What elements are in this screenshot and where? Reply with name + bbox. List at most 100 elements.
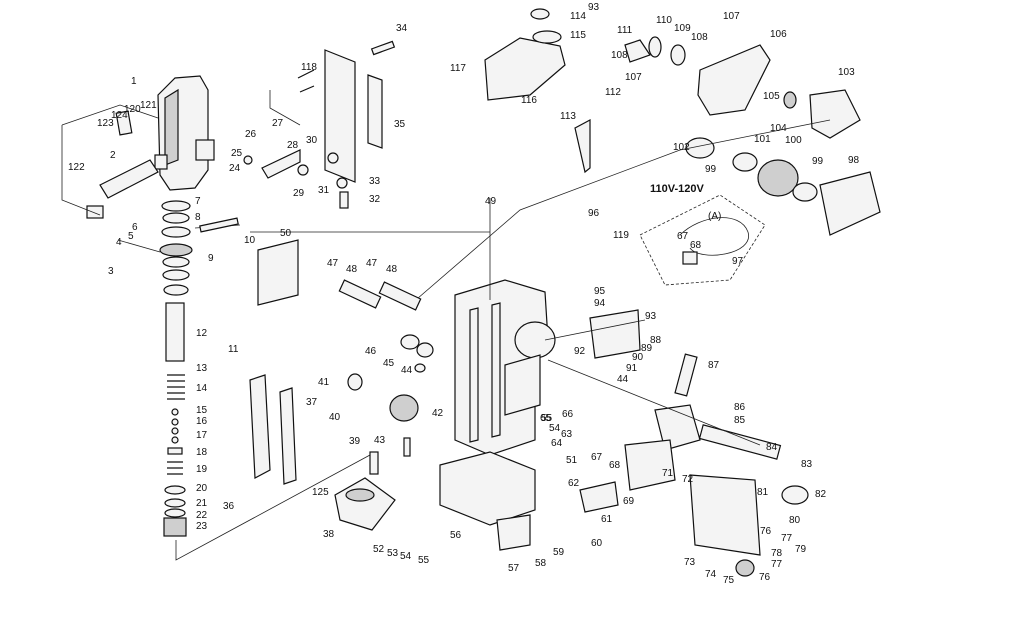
callout-46: 46 [365, 346, 377, 357]
callout-88: 88 [650, 335, 662, 346]
callout-66: 66 [562, 409, 574, 420]
callout-2: 2 [110, 150, 116, 161]
callout-108: 108 [691, 32, 708, 43]
callout-123: 123 [97, 118, 114, 129]
callout-56: 56 [450, 530, 462, 541]
callout-112: 112 [605, 87, 621, 98]
callout-labels: 1 2 3 4 5 6 7 8 9 10 11 12 13 14 15 16 1… [68, 2, 860, 586]
callout-22: 22 [196, 510, 208, 521]
callout-92: 92 [574, 346, 586, 357]
callout-121: 121 [140, 100, 157, 111]
callout-61: 61 [601, 514, 613, 525]
callout-109: 109 [674, 23, 691, 34]
callout-113: 113 [560, 111, 576, 122]
callout-34: 34 [396, 23, 408, 34]
callout-91: 91 [626, 363, 638, 374]
callout-67: 67 [591, 452, 603, 463]
callout-97: 97 [732, 256, 744, 267]
callout-99b: 99 [812, 156, 824, 167]
motor-head-assembly [61, 75, 215, 219]
callout-13: 13 [196, 363, 208, 374]
callout-93: 93 [645, 311, 657, 322]
callout-14: 14 [196, 383, 208, 394]
callout-93b: 93 [588, 2, 600, 13]
callout-6: 6 [132, 222, 138, 233]
callout-4: 4 [116, 237, 122, 248]
callout-55: 55 [418, 555, 430, 566]
callout-28: 28 [287, 140, 299, 151]
callout-38: 38 [323, 529, 335, 540]
callout-55b: 55 [541, 413, 553, 424]
callout-95: 95 [594, 286, 606, 297]
gearbox-assembly [409, 8, 881, 306]
callout-31: 31 [318, 185, 330, 196]
callout-71: 71 [662, 468, 674, 479]
callout-18: 18 [196, 447, 208, 458]
callout-23: 23 [196, 521, 208, 532]
callout-99: 99 [705, 164, 717, 175]
callout-25: 25 [231, 148, 243, 159]
callout-102: 102 [673, 142, 690, 153]
callout-84: 84 [766, 442, 778, 453]
callout-68: 68 [609, 460, 621, 471]
callout-101: 101 [754, 134, 771, 145]
callout-65: 65 [540, 413, 552, 424]
callout-77b: 77 [771, 559, 783, 570]
callout-40: 40 [329, 412, 341, 423]
callout-37: 37 [306, 397, 318, 408]
callout-75: 75 [723, 575, 735, 586]
callout-76: 76 [760, 526, 772, 537]
callout-53: 53 [387, 548, 399, 559]
callout-110: 110 [656, 15, 672, 26]
callout-39: 39 [349, 436, 361, 447]
callout-1: 1 [131, 76, 137, 87]
callout-74: 74 [705, 569, 717, 580]
callout-16: 16 [196, 416, 208, 427]
callout-117: 117 [450, 63, 466, 74]
callout-83: 83 [801, 459, 813, 470]
callout-79: 79 [795, 544, 807, 555]
callout-90: 90 [632, 352, 644, 363]
callout-72: 72 [682, 474, 694, 485]
callout-76b: 76 [759, 572, 771, 583]
callout-50: 50 [280, 228, 292, 239]
callout-108b: 108 [611, 50, 628, 61]
callout-78: 78 [771, 548, 783, 559]
rods-and-gears [249, 279, 434, 531]
callout-115: 115 [570, 30, 586, 41]
callout-36: 36 [223, 501, 235, 512]
callout-9: 9 [208, 253, 214, 264]
callout-103: 103 [838, 67, 855, 78]
callout-107: 107 [723, 11, 740, 22]
callout-82: 82 [815, 489, 827, 500]
callout-105: 105 [763, 91, 780, 102]
callout-114: 114 [570, 11, 586, 22]
callout-17: 17 [196, 430, 208, 441]
callout-24: 24 [229, 163, 241, 174]
callout-15: 15 [196, 405, 208, 416]
callout-81: 81 [757, 487, 769, 498]
callout-47b: 47 [366, 258, 378, 269]
callout-47: 47 [327, 258, 339, 269]
callout-58: 58 [535, 558, 547, 569]
callout-30: 30 [306, 135, 318, 146]
callout-100: 100 [785, 135, 802, 146]
callout-32: 32 [369, 194, 381, 205]
power-cord-detail [639, 194, 766, 286]
callout-3: 3 [108, 266, 114, 277]
callout-48: 48 [346, 264, 358, 275]
column-frame [250, 198, 556, 526]
callout-45: 45 [383, 358, 395, 369]
callout-48b: 48 [386, 264, 398, 275]
callout-29: 29 [293, 188, 305, 199]
callout-10: 10 [244, 235, 256, 246]
callout-33: 33 [369, 176, 381, 187]
callout-60: 60 [591, 538, 603, 549]
callout-35: 35 [394, 119, 406, 130]
callout-54b: 54 [549, 423, 561, 434]
callout-57: 57 [508, 563, 520, 574]
callout-73: 73 [684, 557, 696, 568]
callout-124: 124 [111, 110, 128, 121]
callout-62: 62 [568, 478, 580, 489]
